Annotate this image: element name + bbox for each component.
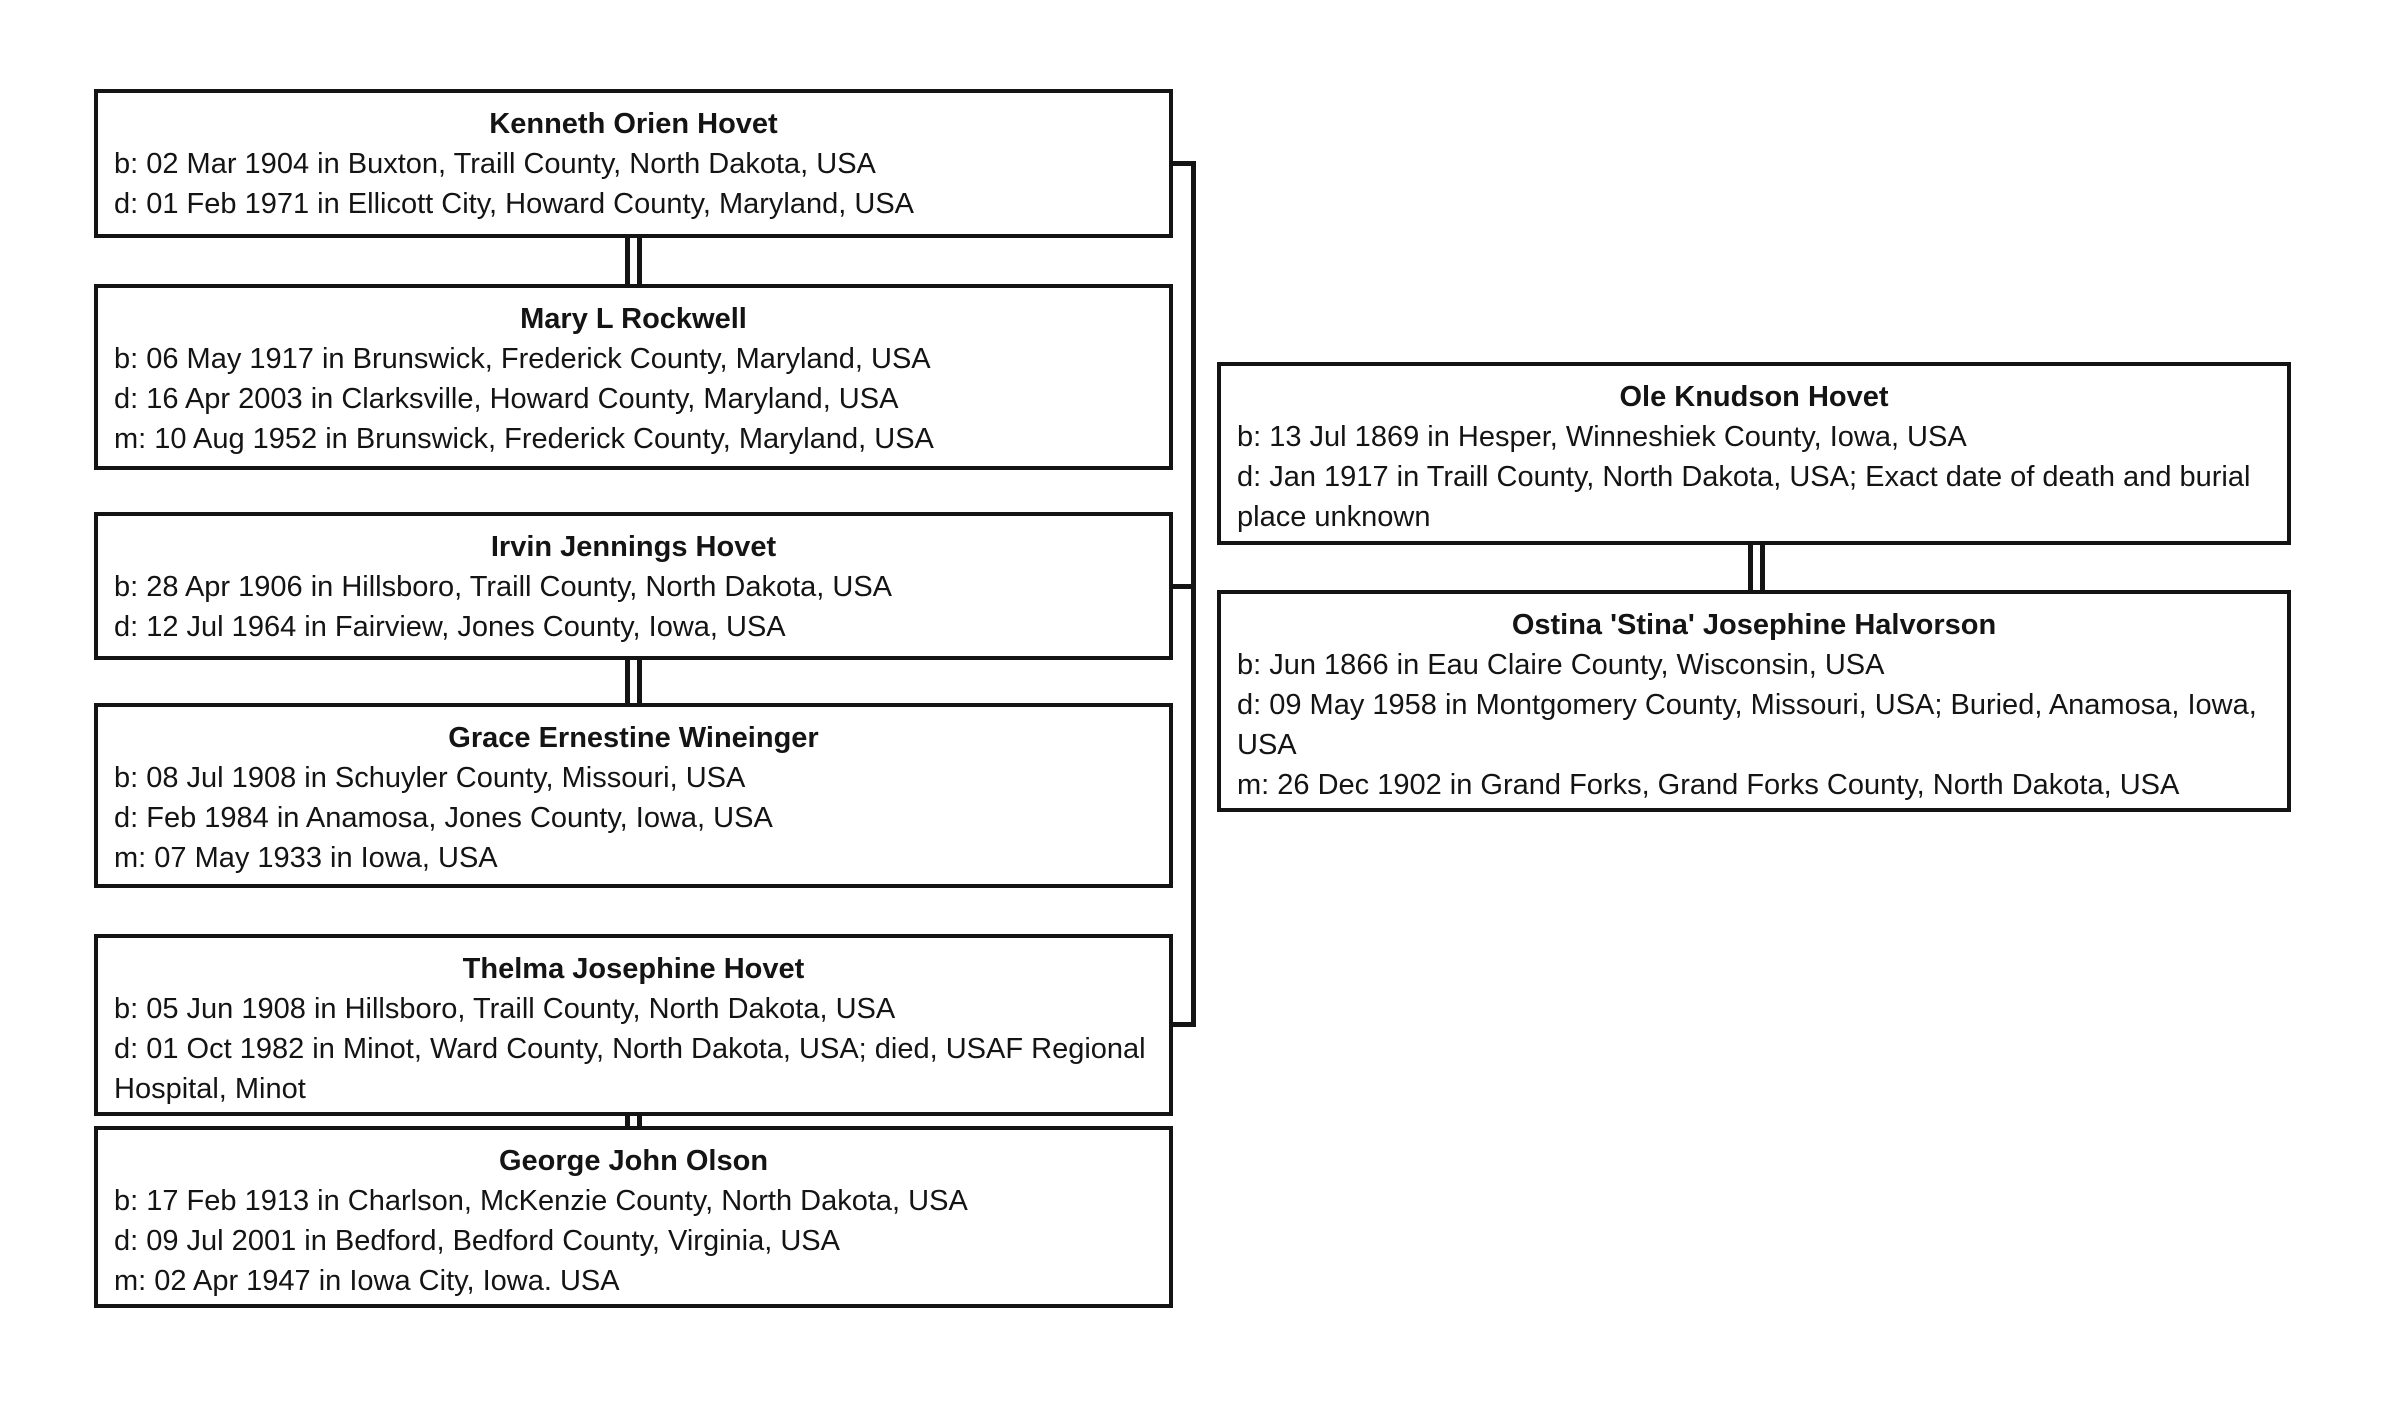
person-marriage: m: 26 Dec 1902 in Grand Forks, Grand For… — [1237, 769, 2180, 801]
person-name: Irvin Jennings Hovet — [490, 531, 777, 563]
person-name: George John Olson — [498, 1145, 769, 1177]
person-marriage: m: 02 Apr 1947 in Iowa City, Iowa. USA — [114, 1265, 620, 1297]
person-box-grace-ernestine-wineinger[interactable]: Grace Ernestine Wineinger b: 08 Jul 1908… — [94, 703, 1173, 888]
person-box-george-john-olson[interactable]: George John Olson b: 17 Feb 1913 in Char… — [94, 1126, 1173, 1308]
person-death: d: Feb 1984 in Anamosa, Jones County, Io… — [114, 802, 773, 834]
person-death: d: 01 Oct 1982 in Minot, Ward County, No… — [114, 1033, 1146, 1105]
bracket-stub-irvin — [1173, 584, 1196, 589]
person-death: d: 12 Jul 1964 in Fairview, Jones County… — [114, 611, 786, 643]
person-box-kenneth-orien-hovet[interactable]: Kenneth Orien Hovet b: 02 Mar 1904 in Bu… — [94, 89, 1173, 238]
person-death: d: 16 Apr 2003 in Clarksville, Howard Co… — [114, 383, 899, 415]
bracket-stub-thelma — [1173, 1022, 1196, 1027]
person-birth: b: Jun 1866 in Eau Claire County, Wiscon… — [1237, 649, 1885, 681]
person-birth: b: 02 Mar 1904 in Buxton, Traill County,… — [114, 148, 876, 180]
sibling-bracket-line — [1191, 161, 1196, 1027]
person-box-ole-knudson-hovet[interactable]: Ole Knudson Hovet b: 13 Jul 1869 in Hesp… — [1217, 362, 2291, 545]
person-name: Ole Knudson Hovet — [1619, 381, 1889, 413]
person-box-irvin-jennings-hovet[interactable]: Irvin Jennings Hovet b: 28 Apr 1906 in H… — [94, 512, 1173, 660]
person-name: Mary L Rockwell — [520, 303, 747, 335]
person-name: Kenneth Orien Hovet — [489, 108, 778, 140]
marriage-connector-irvin-grace — [625, 660, 642, 703]
person-birth: b: 13 Jul 1869 in Hesper, Winneshiek Cou… — [1237, 421, 1967, 453]
person-birth: b: 06 May 1917 in Brunswick, Frederick C… — [114, 343, 931, 375]
bracket-stub-kenneth — [1173, 161, 1196, 166]
person-name: Thelma Josephine Hovet — [462, 953, 805, 985]
person-death: d: 09 Jul 2001 in Bedford, Bedford Count… — [114, 1225, 840, 1257]
marriage-connector-thelma-george — [625, 1116, 642, 1126]
person-box-thelma-josephine-hovet[interactable]: Thelma Josephine Hovet b: 05 Jun 1908 in… — [94, 934, 1173, 1116]
person-birth: b: 08 Jul 1908 in Schuyler County, Misso… — [114, 762, 746, 794]
person-birth: b: 17 Feb 1913 in Charlson, McKenzie Cou… — [114, 1185, 968, 1217]
person-death: d: 09 May 1958 in Montgomery County, Mis… — [1237, 689, 2257, 761]
marriage-connector-kenneth-mary — [625, 238, 642, 284]
person-box-mary-l-rockwell[interactable]: Mary L Rockwell b: 06 May 1917 in Brunsw… — [94, 284, 1173, 470]
person-birth: b: 28 Apr 1906 in Hillsboro, Traill Coun… — [114, 571, 893, 603]
person-box-ostina-josephine-halvorson[interactable]: Ostina 'Stina' Josephine Halvorson b: Ju… — [1217, 590, 2291, 812]
person-birth: b: 05 Jun 1908 in Hillsboro, Traill Coun… — [114, 993, 896, 1025]
person-death: d: 01 Feb 1971 in Ellicott City, Howard … — [114, 188, 915, 220]
person-name: Grace Ernestine Wineinger — [448, 722, 819, 754]
person-marriage: m: 07 May 1933 in Iowa, USA — [114, 842, 498, 874]
person-name: Ostina 'Stina' Josephine Halvorson — [1511, 609, 1997, 641]
person-marriage: m: 10 Aug 1952 in Brunswick, Frederick C… — [114, 423, 934, 455]
marriage-connector-ole-ostina — [1748, 545, 1765, 590]
person-death: d: Jan 1917 in Traill County, North Dako… — [1237, 461, 2251, 533]
